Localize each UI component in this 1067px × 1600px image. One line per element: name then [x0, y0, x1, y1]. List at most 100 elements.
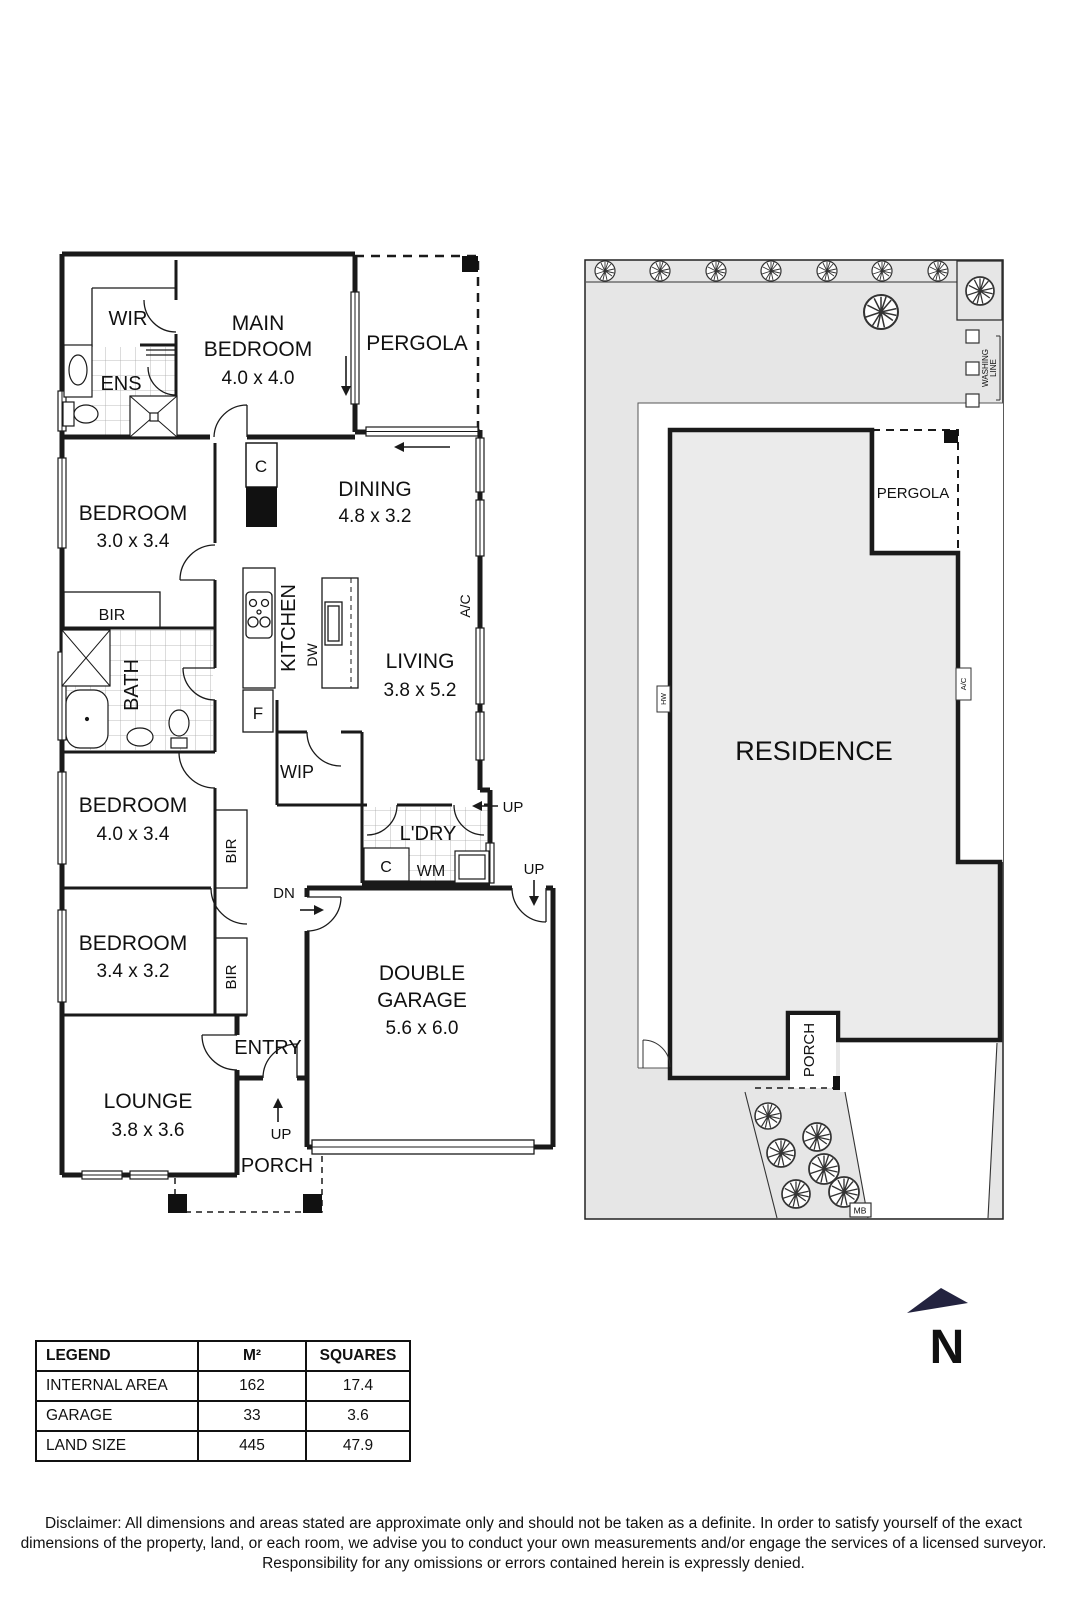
- side-gate: [642, 1039, 671, 1068]
- legend-header-squares: SQUARES: [305, 1340, 411, 1372]
- room-label-main-bedroom: MAIN: [232, 312, 285, 335]
- room-label-lounge: LOUNGE: [104, 1090, 193, 1113]
- robe-label: BIR: [223, 838, 240, 863]
- room-label-entry: ENTRY: [234, 1037, 301, 1059]
- room-label-pergola: PERGOLA: [366, 332, 468, 355]
- dishwasher-label: DW: [304, 643, 320, 667]
- tree-icon: [705, 260, 727, 282]
- room-label-garage: DOUBLE: [379, 962, 465, 985]
- table-row: GARAGE 33 3.6: [35, 1400, 411, 1432]
- washing-line-label: LINE: [989, 359, 998, 377]
- legend-table: LEGEND M² SQUARES INTERNAL AREA 162 17.4…: [35, 1340, 411, 1462]
- legend-row-name: LAND SIZE: [35, 1430, 199, 1462]
- mailbox-label: MB: [854, 1206, 867, 1216]
- fridge-label: F: [253, 704, 263, 723]
- site-ac-label: A/C: [959, 677, 968, 690]
- room-dims-bedroom4: 3.4 x 3.2: [97, 961, 170, 982]
- room-dims-dining: 4.8 x 3.2: [339, 506, 412, 527]
- closet-label: C: [255, 457, 267, 476]
- room-label-main-bedroom: BEDROOM: [204, 338, 313, 361]
- residence-label: RESIDENCE: [735, 736, 893, 766]
- tree-icon: [927, 260, 949, 282]
- thin-walls: [62, 287, 248, 1016]
- washing-line: WASHING LINE: [965, 329, 1001, 408]
- room-label-dining: DINING: [338, 478, 412, 501]
- room-label-kitchen: KITCHEN: [278, 584, 300, 672]
- site-pergola: PERGOLA: [869, 429, 959, 556]
- tree-icon: [760, 260, 782, 282]
- legend-row-squares: 47.9: [305, 1430, 411, 1462]
- legend-header-row: LEGEND M² SQUARES: [35, 1340, 411, 1372]
- disclaimer-text: Disclaimer: All dimensions and areas sta…: [20, 1515, 1047, 1572]
- legend-row-squares: 3.6: [305, 1400, 411, 1432]
- room-label-laundry: L'DRY: [400, 823, 457, 845]
- room-label-living: LIVING: [386, 650, 455, 673]
- legend-header: LEGEND: [35, 1340, 199, 1372]
- room-label-porch: PORCH: [241, 1155, 313, 1177]
- shrub-icon: [802, 1122, 832, 1152]
- tree-icon: [965, 276, 995, 306]
- legend-row-name: INTERNAL AREA: [35, 1370, 199, 1402]
- room-dims-bedroom3: 4.0 x 3.4: [97, 824, 170, 845]
- driveway: MB: [744, 1042, 998, 1219]
- room-label-wip: WIP: [280, 762, 314, 782]
- legend-row-name: GARAGE: [35, 1400, 199, 1432]
- stairs-down-label: DN: [273, 885, 295, 902]
- site-plan: WASHING LINE PERGOLA PORCH: [584, 259, 1004, 1220]
- direction-arrows: [273, 356, 539, 1122]
- fp-porch-outline: [168, 1150, 323, 1213]
- tree-icon: [871, 260, 893, 282]
- hw-unit-label: HW: [661, 693, 668, 705]
- room-label-bedroom2: BEDROOM: [79, 502, 188, 525]
- room-dims-garage: 5.6 x 6.0: [386, 1018, 459, 1039]
- room-label-wir: WIR: [109, 308, 148, 330]
- north-arrow-icon: [907, 1288, 968, 1313]
- room-dims-living: 3.8 x 5.2: [384, 680, 457, 701]
- closet-label: C: [380, 859, 392, 876]
- legend-header-m2: M²: [197, 1340, 307, 1372]
- tree-icon: [649, 260, 671, 282]
- shrub-icon: [766, 1138, 796, 1168]
- windows: [57, 291, 495, 1180]
- fp-pergola-outline: [355, 254, 480, 430]
- floor-plan-labels: WIR ENS MAIN BEDROOM 4.0 x 4.0 PERGOLA C…: [79, 308, 545, 1177]
- ensuite-fixtures: [62, 344, 178, 438]
- robe-label: BIR: [99, 607, 126, 624]
- laundry-fixtures: [363, 847, 490, 884]
- door-arcs: [143, 299, 547, 1079]
- stairs-up-label: UP: [271, 1126, 292, 1143]
- table-row: LAND SIZE 445 47.9: [35, 1430, 411, 1462]
- shrub-icon: [781, 1179, 811, 1209]
- stairs-up-label: UP: [524, 861, 545, 878]
- room-label-bath: BATH: [121, 659, 143, 711]
- room-label-garage: GARAGE: [377, 989, 467, 1012]
- site-porch: PORCH: [755, 1015, 846, 1090]
- room-label-bedroom4: BEDROOM: [79, 932, 188, 955]
- legend-row-m2: 162: [197, 1370, 307, 1402]
- tree-icon: [862, 293, 900, 331]
- floor-plan: WIR ENS MAIN BEDROOM 4.0 x 4.0 PERGOLA C…: [57, 251, 556, 1213]
- site-pergola-label: PERGOLA: [877, 485, 950, 502]
- robe-label: BIR: [223, 964, 240, 989]
- shrub-icon: [754, 1102, 782, 1130]
- room-label-bedroom3: BEDROOM: [79, 794, 188, 817]
- legend-row-squares: 17.4: [305, 1370, 411, 1402]
- kitchen-fixtures: [242, 567, 359, 733]
- tree-icon: [816, 260, 838, 282]
- north-label: N: [930, 1321, 965, 1374]
- room-label-ens: ENS: [100, 373, 141, 395]
- room-dims-bedroom2: 3.0 x 3.4: [97, 531, 170, 552]
- stairs-up-label: UP: [503, 799, 524, 816]
- legend-row-m2: 33: [197, 1400, 307, 1432]
- bathroom-fixtures: [61, 629, 190, 749]
- site-porch-label: PORCH: [801, 1023, 818, 1077]
- room-dims-lounge: 3.8 x 3.6: [112, 1120, 185, 1141]
- ac-label: A/C: [457, 594, 473, 617]
- washing-line-label: WASHING: [981, 349, 990, 387]
- table-row: INTERNAL AREA 162 17.4: [35, 1370, 411, 1402]
- tree-icon: [594, 260, 616, 282]
- washing-machine-label: WM: [417, 863, 445, 880]
- legend-row-m2: 445: [197, 1430, 307, 1462]
